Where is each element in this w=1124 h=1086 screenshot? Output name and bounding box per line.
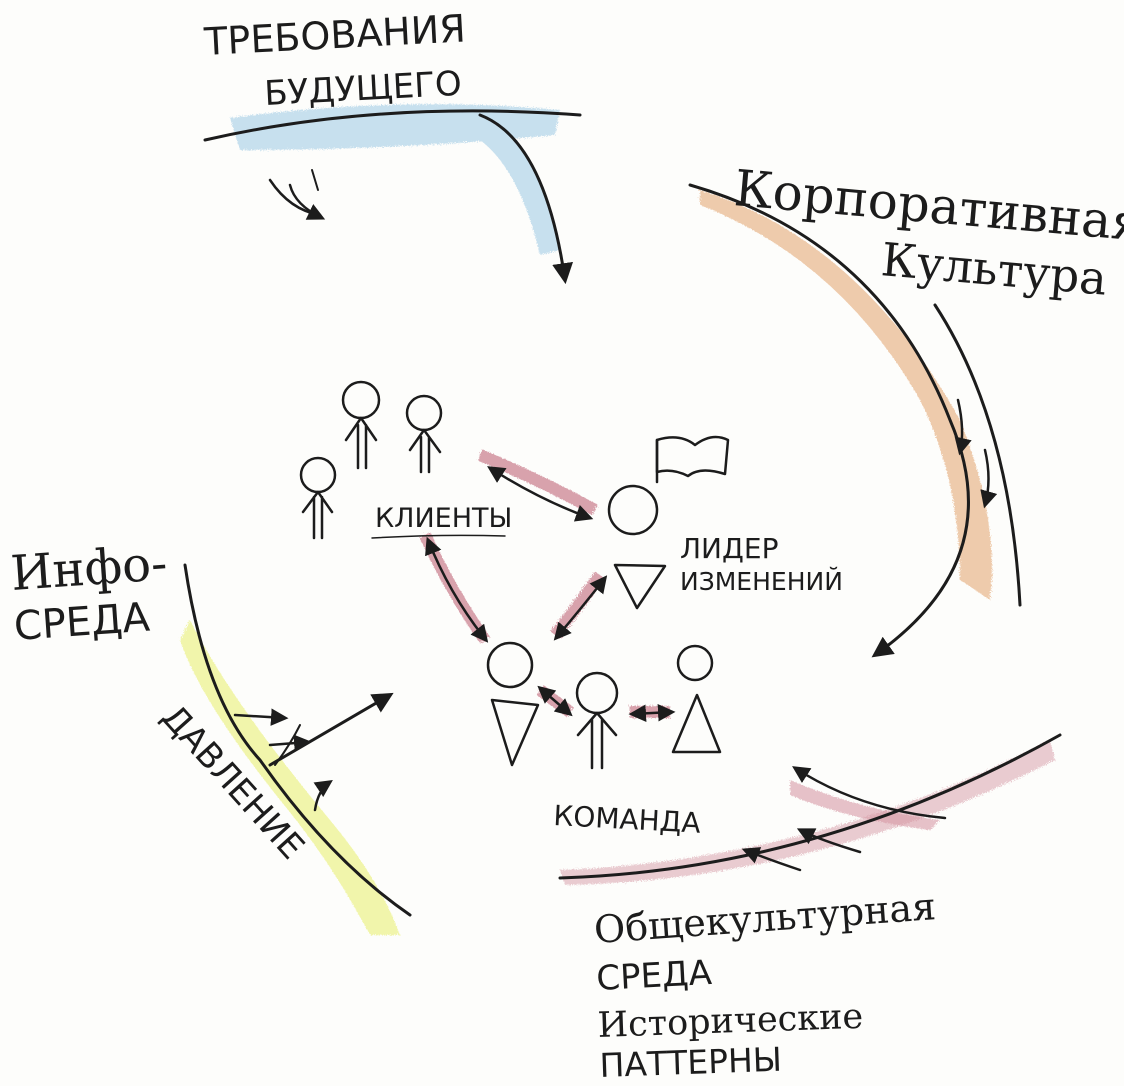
relation-tints: [425, 455, 670, 712]
labels: ТРЕБОВАНИЯ БУДУЩЕГО Корпоративная Культу…: [9, 6, 1124, 1085]
leader-flag: [657, 437, 728, 476]
label-info-env-2: СРЕДА: [12, 595, 151, 650]
tint-leader-team: [555, 575, 600, 635]
team-figures: [488, 643, 720, 768]
label-clients: КЛИЕНТЫ: [375, 503, 512, 534]
label-future-requirements-1: ТРЕБОВАНИЯ: [202, 6, 467, 64]
label-info-env-1: Инфо-: [9, 535, 169, 602]
tint-clients-team: [425, 535, 485, 640]
future-arrow-tint: [480, 120, 560, 255]
label-change-leader-1: ЛИДЕР: [680, 532, 778, 565]
leader-head: [609, 486, 657, 534]
label-historical-1: Исторические: [597, 997, 864, 1046]
arrow-team-left: [540, 688, 570, 714]
future-tick: [312, 170, 318, 190]
label-change-leader-2: ИЗМЕНЕНИЙ: [680, 567, 843, 596]
pressure-main-arrow: [270, 695, 390, 765]
client-figure-3: [301, 458, 335, 538]
team-member-2: [577, 673, 617, 768]
team-member-3: [673, 646, 720, 752]
arrow-leader-team: [556, 578, 605, 638]
client-figure-2: [407, 396, 441, 472]
team-member-1: [488, 643, 538, 765]
label-general-culture-2: СРЕДА: [595, 953, 712, 999]
label-team: КОМАНДА: [553, 799, 702, 840]
client-figure-1: [343, 382, 379, 468]
corporate-small-arrow-2: [985, 450, 989, 505]
leader-body: [615, 565, 665, 608]
label-general-culture-1: Общекультурная: [593, 884, 938, 952]
tint-clients-leader: [480, 455, 595, 510]
clients-underline: [372, 535, 505, 538]
label-historical-2: ПАТТЕРНЫ: [599, 1040, 783, 1085]
